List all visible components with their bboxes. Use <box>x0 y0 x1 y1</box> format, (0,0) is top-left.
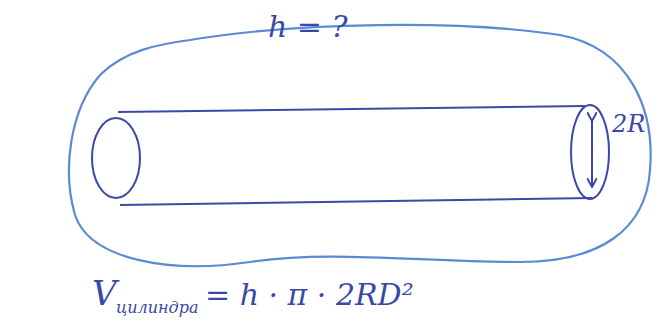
sketch-label: цилиндра <box>116 300 198 316</box>
sketch-label: 2R <box>612 112 645 136</box>
enclosing-blob <box>69 25 651 266</box>
cylinder-end <box>571 105 609 199</box>
diameter-arrow <box>591 120 593 186</box>
cylinder-end <box>92 118 140 198</box>
sketch-label: = h · π · 2RD² <box>205 280 414 310</box>
sketch-label: h = ? <box>268 12 348 42</box>
sketch-label: V <box>92 276 117 310</box>
